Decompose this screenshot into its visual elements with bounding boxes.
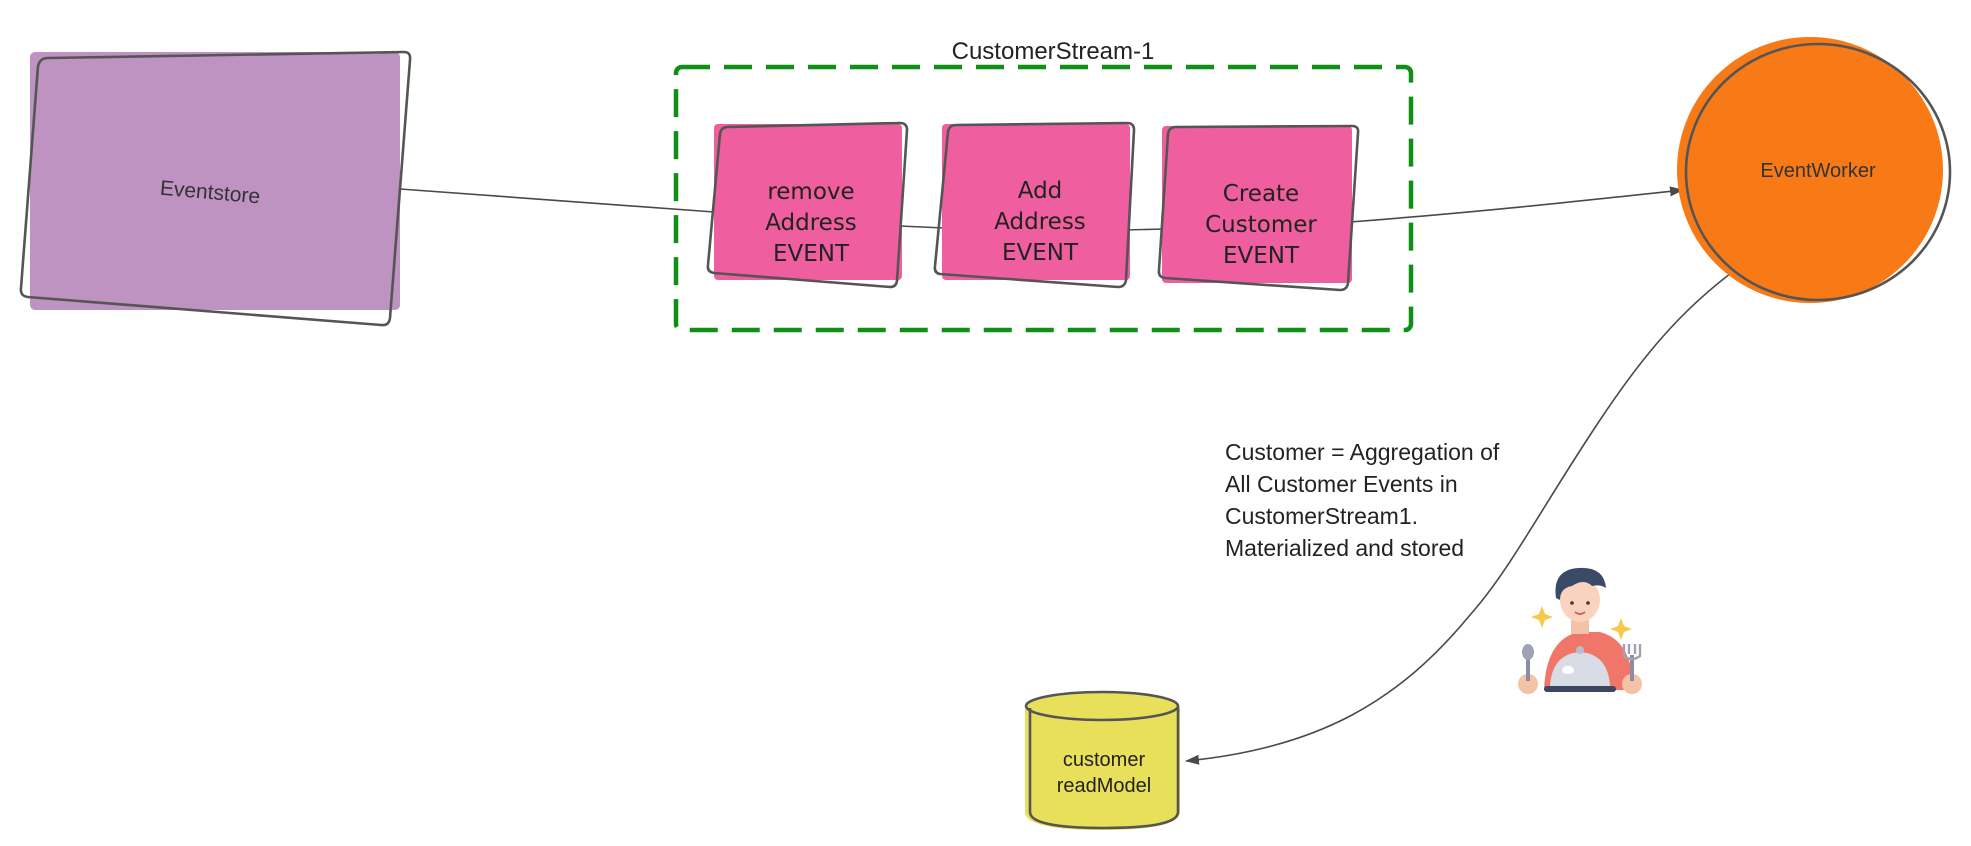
waiter-hand-left [1518,674,1538,694]
edge-event2-to-event3 [1123,228,1165,231]
event-card-fill [942,124,1130,280]
event-card-create-customer[interactable]: Create Customer EVENT [1157,124,1360,292]
readmodel-top [1024,690,1180,722]
sparkle-right-icon [1610,618,1632,640]
eventstore-fill [30,52,400,310]
sparkle-left-icon [1531,606,1553,628]
edge-eventworker-to-readmodel [1185,267,1739,765]
eventworker-sketch-border [1684,42,1952,302]
event-card-line-3: EVENT [773,241,850,267]
note-line-1: Customer = Aggregation of [1225,439,1500,465]
cloche-tray [1544,686,1616,692]
waiter-serving-dish-icon [1518,567,1642,694]
event-card-fill [714,124,902,280]
fork-handle [1630,655,1634,681]
eventworker-fill [1677,37,1943,303]
waiter-mouth [1574,611,1586,615]
readmodel-node[interactable]: customer readModel [1024,690,1180,830]
eventstore-node[interactable]: Eventstore [19,50,412,327]
readmodel-label-line-1: customer [1063,749,1146,771]
fork-head [1622,644,1642,661]
cloche-shine [1562,666,1574,674]
event-card-line-3: EVENT [1223,243,1300,269]
edge-eventstore-to-stream [399,188,715,213]
event-card-sketch-border [1157,124,1360,292]
event-card-add-address[interactable]: Add Address EVENT [933,121,1136,289]
waiter-hand-right [1622,674,1642,694]
waiter-face [1560,578,1600,622]
eventworker-label: EventWorker [1760,160,1876,182]
event-card-sketch-border [706,121,909,289]
note-line-3: CustomerStream1. [1225,503,1418,529]
event-card-remove-address[interactable]: remove Address EVENT [706,121,909,289]
event-card-line-1: remove [767,179,854,205]
aggregation-note: Customer = Aggregation of All Customer E… [1225,439,1500,561]
eventstore-sketch-border [19,50,412,327]
event-card-fill [1162,126,1352,283]
waiter-eye-right [1586,601,1590,605]
event-card-line-3: EVENT [1002,240,1079,266]
event-card-line-1: Add [1018,178,1063,204]
spoon-handle [1526,655,1530,681]
note-line-4: Materialized and stored [1225,535,1464,561]
event-card-line-1: Create [1223,181,1299,207]
event-card-sketch-border [933,121,1136,289]
waiter-hair [1555,567,1606,600]
readmodel-fill [1025,706,1180,830]
customer-stream-group: CustomerStream-1 remove Address EVENT Ad… [673,38,1414,333]
event-card-line-2: Address [765,210,857,236]
event-card-line-2: Customer [1205,212,1317,238]
readmodel-sketch-border [1028,708,1180,830]
edge-event1-to-event2 [899,225,945,229]
readmodel-label-line-2: readModel [1057,775,1152,797]
waiter-eye-left [1570,601,1574,605]
event-card-line-2: Address [994,209,1086,235]
spoon-head [1522,644,1534,660]
cloche-dome [1550,652,1610,686]
eventworker-node[interactable]: EventWorker [1677,37,1952,303]
edge-stream-to-eventworker [1349,186,1684,223]
stream-dashed-border [673,64,1414,333]
stream-title: CustomerStream-1 [952,38,1155,65]
connectors [399,186,1739,765]
note-line-2: All Customer Events in [1225,471,1458,497]
cloche-knob [1576,646,1584,654]
